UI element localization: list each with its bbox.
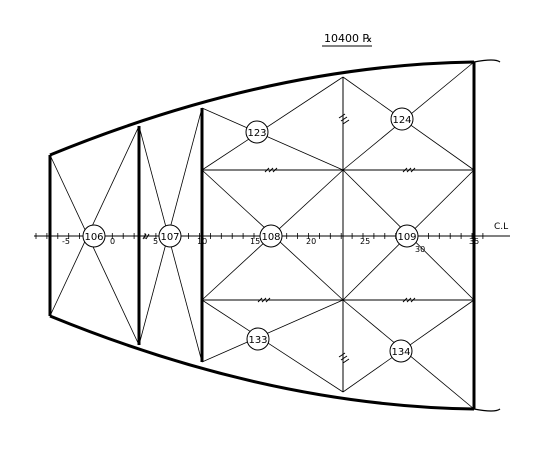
node-133: 133 bbox=[246, 327, 270, 351]
diag-bay1-b bbox=[49, 125, 140, 317]
frame-label: 10 bbox=[197, 237, 207, 246]
node-124: 124 bbox=[390, 107, 414, 131]
diagram-title: 10400 ℞ bbox=[324, 32, 372, 45]
node-124-label: 124 bbox=[392, 115, 411, 126]
node-109-label: 109 bbox=[397, 232, 416, 243]
frame-label: 30 bbox=[415, 245, 425, 254]
node-134: 134 bbox=[389, 339, 413, 363]
frame-label: 35 bbox=[469, 237, 479, 246]
node-107: 107 bbox=[158, 224, 182, 248]
frame-label: 0 bbox=[110, 237, 115, 246]
hull-top-end bbox=[473, 59, 501, 63]
hull-top-curve bbox=[49, 60, 475, 157]
node-123-label: 123 bbox=[247, 128, 266, 139]
diag-ll-a bbox=[201, 299, 344, 393]
node-134-label: 134 bbox=[391, 347, 410, 358]
hull-bottom-curve bbox=[49, 314, 475, 411]
node-123: 123 bbox=[245, 120, 269, 144]
node-106-label: 106 bbox=[84, 232, 103, 243]
diag-bay1-a bbox=[49, 154, 140, 346]
frame-label: 25 bbox=[360, 237, 370, 246]
node-108: 108 bbox=[259, 224, 283, 248]
frame-label: 15 bbox=[250, 237, 260, 246]
node-109: 109 bbox=[395, 224, 419, 248]
node-133-label: 133 bbox=[248, 335, 267, 346]
node-107-label: 107 bbox=[160, 232, 179, 243]
frame-label: 20 bbox=[306, 237, 316, 246]
node-108-label: 108 bbox=[261, 232, 280, 243]
diag-ll-b bbox=[201, 299, 344, 363]
frame-label: -5 bbox=[62, 237, 70, 246]
hatch-marks bbox=[142, 113, 416, 364]
frame-label: 5 bbox=[153, 237, 158, 246]
centerline-label: C.L bbox=[494, 222, 508, 232]
node-106: 106 bbox=[82, 224, 106, 248]
diag-ul-a bbox=[201, 107, 344, 171]
hull-bottom-end bbox=[473, 408, 501, 412]
diag-ul-b bbox=[201, 76, 344, 171]
